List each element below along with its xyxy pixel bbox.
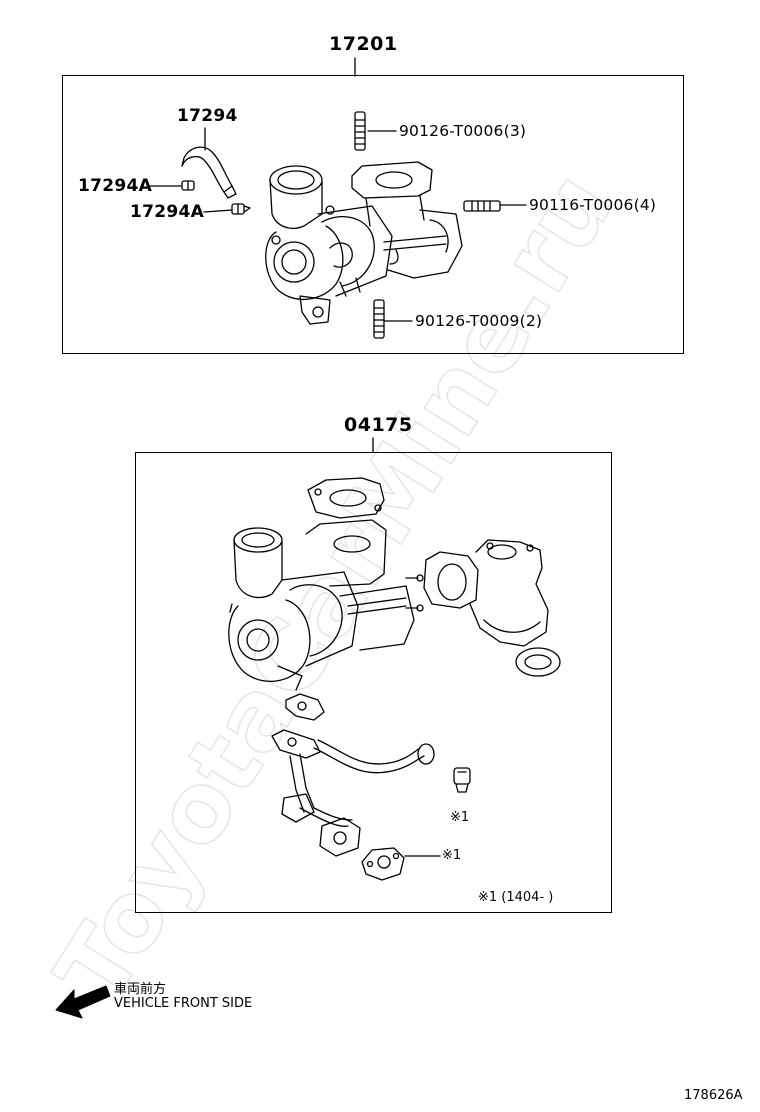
part-number-17294[interactable]: 17294 [177, 106, 238, 126]
assembly-box-17201 [62, 75, 684, 354]
leader-17294a-2 [203, 209, 233, 213]
stud-right-drawing [463, 200, 501, 212]
part-number-90126-t0006[interactable]: 90126-T0006(3) [399, 122, 527, 140]
vehicle-front-label-jp: 車両前方 [114, 982, 167, 997]
stud-top-drawing [354, 111, 366, 151]
part-number-90116-t0006[interactable]: 90116-T0006(4) [529, 196, 657, 214]
gasket-turbine-inlet-drawing [307, 477, 385, 519]
part-number-17294a-2[interactable]: 17294A [130, 202, 205, 222]
turbocharger-kit-drawing [228, 519, 424, 691]
assembly-box-04175 [135, 452, 612, 913]
diagram-code: 178626A [684, 1088, 743, 1103]
clamp-17294a-drawing-1 [181, 180, 195, 191]
part-number-90126-t0009[interactable]: 90126-T0009(2) [415, 312, 543, 330]
oil-pipe-assembly-drawing [271, 693, 435, 857]
part-number-17294a-1[interactable]: 17294A [78, 176, 153, 196]
hose-17294-drawing [181, 146, 237, 199]
stud-bottom-drawing [373, 299, 385, 339]
gasket-oil-drain-drawing [361, 847, 405, 881]
note-mark-gasket: ※1 [442, 848, 462, 863]
vehicle-front-label-en: VEHICLE FRONT SIDE [114, 996, 253, 1011]
plug-union-drawing [453, 767, 471, 793]
turbocharger-assembly-drawing [265, 161, 463, 325]
part-number-04175[interactable]: 04175 [344, 414, 413, 436]
note-legend: ※1 (1404- ) [478, 890, 554, 905]
clamp-17294a-drawing-2 [231, 203, 251, 215]
vehicle-front-arrow [55, 985, 111, 1019]
exhaust-outlet-elbow-drawing [423, 539, 561, 677]
part-number-17201[interactable]: 17201 [329, 33, 398, 55]
note-mark-plug: ※1 [450, 810, 470, 825]
